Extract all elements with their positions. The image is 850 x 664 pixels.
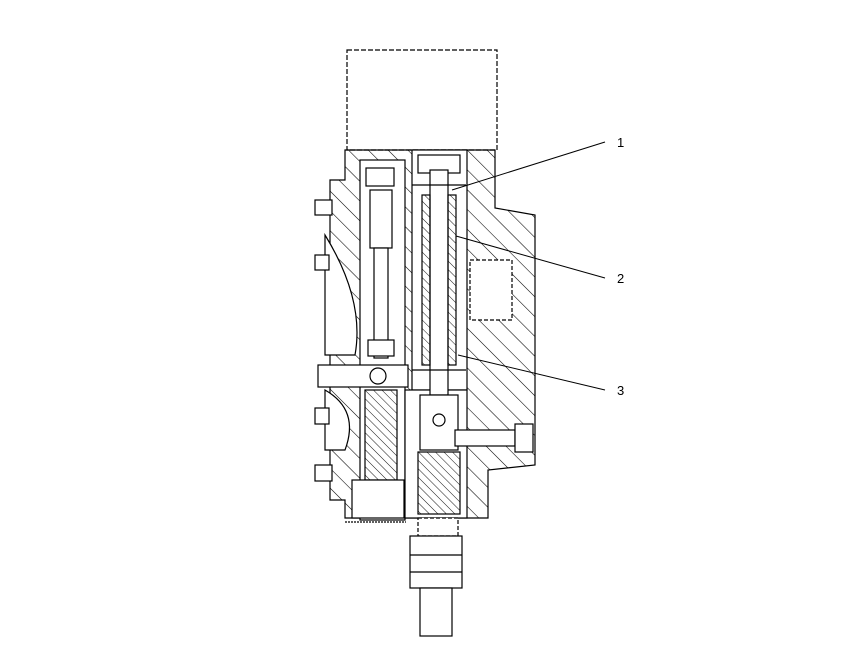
- side-bolt-lower: [314, 407, 330, 425]
- callout-label-3: 3: [617, 383, 624, 398]
- leader-line-1: [451, 141, 606, 191]
- callout-label-2: 2: [617, 271, 624, 286]
- side-bolt-top: [314, 199, 333, 216]
- side-bolt-bottom: [314, 464, 333, 482]
- adjusting-screw: [454, 423, 534, 453]
- spool-spring-assembly: [412, 154, 466, 515]
- leader-line-2: [455, 235, 606, 279]
- bottom-fitting: [409, 517, 463, 637]
- rocker-pin: [317, 364, 409, 388]
- leader-line-3: [457, 354, 606, 391]
- side-bolt-middle: [314, 254, 330, 271]
- lower-piston: [351, 389, 405, 519]
- solenoid-cap: [346, 49, 498, 151]
- callout-label-1: 1: [617, 135, 624, 150]
- plunger-rod: [365, 167, 395, 359]
